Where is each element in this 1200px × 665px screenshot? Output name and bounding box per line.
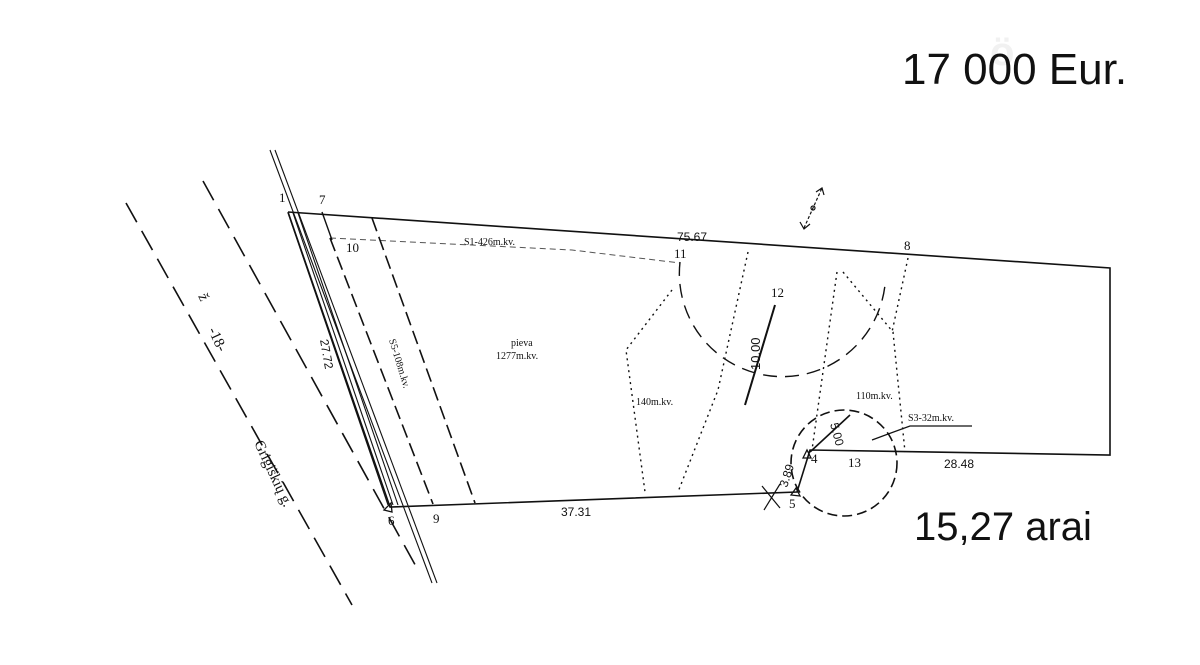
zone-110-label: 110m.kv.	[856, 391, 893, 402]
protection-circle-small	[790, 409, 898, 517]
measurement-right-bottom: 28.48	[944, 457, 974, 471]
point-4: 4	[811, 451, 818, 466]
area-s1-label: S1-426m.kv.	[464, 237, 515, 248]
area-s5-label: S5-108m.kv.	[386, 338, 411, 390]
north-arrow-icon	[799, 187, 825, 230]
watermark-logo: ö	[990, 30, 1015, 74]
point-9: 9	[433, 511, 440, 526]
plot-outline	[287, 211, 1111, 508]
area-s3-label: S3-32m.kv.	[908, 413, 954, 424]
measurement-top-edge: 75.67	[677, 230, 707, 244]
radius-line-small	[809, 414, 851, 453]
area-label: 15,27 arai	[914, 505, 1092, 549]
s1-servitude-line	[329, 237, 681, 264]
point-1: 1	[279, 190, 286, 205]
measurement-radius-large: 10.00	[748, 337, 763, 370]
radius-line-large	[744, 304, 776, 406]
point-11: 11	[674, 246, 687, 261]
point-6: 6	[388, 513, 395, 528]
corner-markers	[382, 448, 813, 513]
point-10: 10	[346, 240, 359, 255]
point-7: 7	[319, 192, 326, 207]
measurement-bottom-edge: 37.31	[561, 505, 591, 519]
point-12: 12	[771, 285, 784, 300]
street-marker: ž	[194, 291, 211, 304]
point-8: 8	[904, 238, 911, 253]
s1-left-boundary	[321, 211, 333, 241]
street-name: Grigiškių g.	[250, 438, 295, 510]
dotted-zones	[625, 251, 909, 493]
s3-leader-line	[871, 425, 972, 441]
meadow-label: pieva	[511, 338, 533, 349]
cross-mark	[761, 483, 781, 511]
road-boundary	[269, 149, 438, 584]
measurement-left-edge: 27.72	[317, 338, 336, 370]
street-lines	[125, 180, 419, 606]
zone-140-label: 140m.kv.	[636, 397, 673, 408]
measurement-radius-small: 5.00	[827, 421, 847, 447]
measurement-short-edge: 3.89	[777, 462, 798, 489]
s5-servitude-strip	[329, 217, 476, 505]
price-label: 17 000 Eur.	[902, 45, 1128, 94]
point-13: 13	[848, 455, 861, 470]
point-5: 5	[789, 496, 796, 511]
protection-circle-large	[678, 261, 886, 378]
meadow-area-label: 1277m.kv.	[496, 351, 538, 362]
